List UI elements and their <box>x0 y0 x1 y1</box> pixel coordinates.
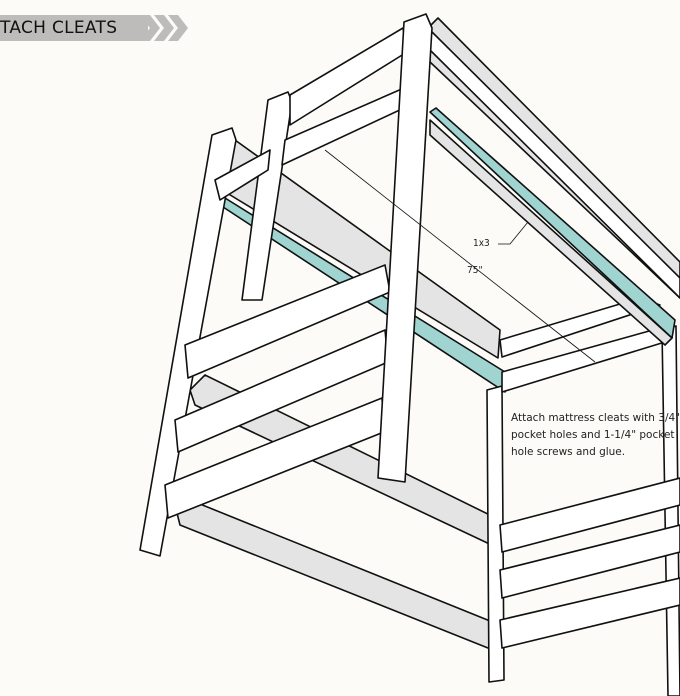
middle-post <box>241 91 293 301</box>
cleat-underside <box>429 119 673 346</box>
leader-line <box>498 221 529 245</box>
chevrons-icon <box>140 15 188 41</box>
dimension-line <box>324 149 596 363</box>
length-label: 75" <box>467 265 483 276</box>
top-front-rail-2 <box>214 149 271 201</box>
end-post-left <box>486 385 505 683</box>
end-upper-rail-1 <box>499 297 661 358</box>
instruction-note: Attach mattress cleats with 3/4" pocket … <box>511 412 680 458</box>
board-size-label: 1x3 <box>473 238 490 249</box>
front-post <box>377 13 433 483</box>
step-banner: TACH CLEATS <box>0 15 148 41</box>
end-lower-rail-3 <box>499 577 680 649</box>
mattress-cleat-right <box>429 107 676 339</box>
end-post-right <box>661 325 680 696</box>
end-lower-rail-1 <box>499 477 680 553</box>
end-lower-rail-2 <box>499 524 680 599</box>
